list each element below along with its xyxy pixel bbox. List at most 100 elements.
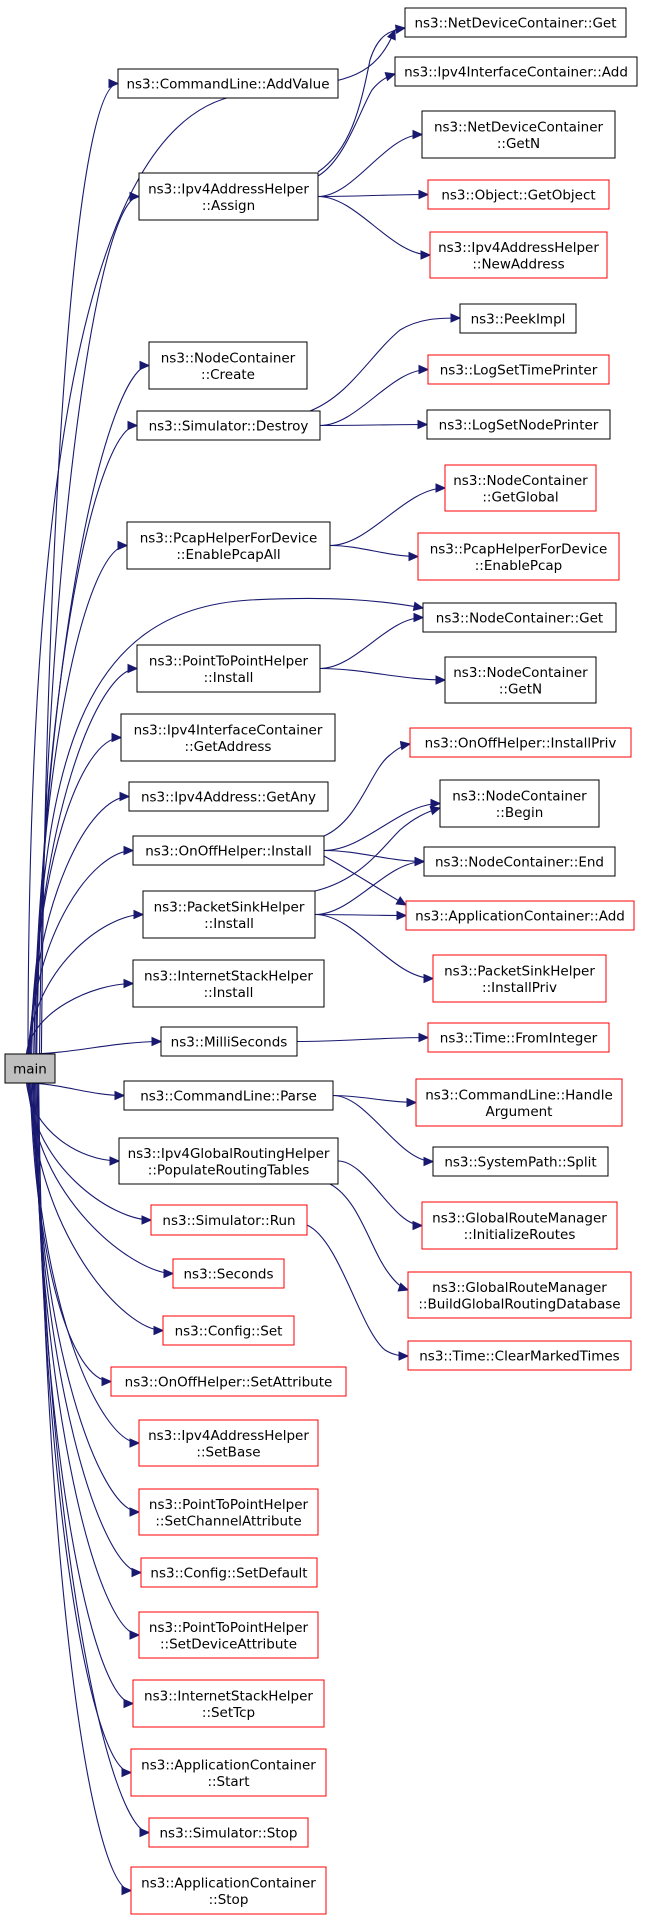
edge-arrowhead [109, 1156, 121, 1166]
edge-arrowhead [406, 1097, 418, 1108]
edge-arrowhead [395, 896, 408, 906]
node-ipv4addr_getany[interactable]: ns3::Ipv4Address::GetAny [128, 781, 329, 812]
node-pcap_enable[interactable]: ns3::PcapHelperForDevice::EnablePcap [417, 532, 620, 581]
node-igrh_populate[interactable]: ns3::Ipv4GlobalRoutingHelper::PopulateRo… [118, 1137, 339, 1185]
node-time_frominteger[interactable]: ns3::Time::FromInteger [427, 1022, 610, 1053]
node-label-line: ns3::CommandLine::AddValue [126, 77, 329, 93]
edge-line [309, 317, 461, 412]
edge-arrowhead [384, 72, 397, 82]
node-nc_getn[interactable]: ns3::NodeContainer::GetN [444, 656, 597, 704]
node-psh_install[interactable]: ns3::PacketSinkHelper::Install [142, 890, 316, 939]
node-onoff_setattribute[interactable]: ns3::OnOffHelper::SetAttribute [110, 1366, 347, 1397]
node-logsetnodeprinter[interactable]: ns3::LogSetNodePrinter [426, 409, 611, 440]
node-nc_create[interactable]: ns3::NodeContainer::Create [148, 341, 308, 390]
node-ipv4ah_setbase[interactable]: ns3::Ipv4AddressHelper::SetBase [138, 1419, 319, 1467]
node-label-line: ns3::Time::FromInteger [440, 1031, 598, 1047]
node-nc_begin[interactable]: ns3::NodeContainer::Begin [439, 779, 600, 828]
node-label-line: main [13, 1062, 47, 1078]
node-psh_installpriv[interactable]: ns3::PacketSinkHelper::InstallPriv [432, 954, 607, 1003]
call-edge-main-to-milliseconds [25, 1036, 163, 1055]
node-ndc_get[interactable]: ns3::NetDeviceContainer::Get [404, 7, 627, 38]
node-time_clearmarked[interactable]: ns3::Time::ClearMarkedTimes [407, 1340, 632, 1371]
function-nodes: main ns3::CommandLine::AddValuens3::Ipv4A… [4, 7, 638, 1915]
call-edge-main-to-ipv4ic_getaddress [29, 732, 123, 1055]
node-cl_parse[interactable]: ns3::CommandLine::Parse [123, 1080, 334, 1111]
node-ac_add[interactable]: ns3::ApplicationContainer::Add [405, 900, 635, 931]
edge-arrowhead [423, 1156, 435, 1167]
edge-line [38, 195, 140, 1055]
node-ac_start[interactable]: ns3::ApplicationContainer::Start [130, 1748, 327, 1797]
edge-line [314, 860, 425, 916]
node-onoff_install[interactable]: ns3::OnOffHelper::Install [132, 835, 325, 866]
call-edge-onoff_install-to-nc_begin [323, 798, 442, 852]
node-label-line: ns3::OnOffHelper::SetAttribute [125, 1375, 333, 1391]
node-p2p_setchannelattr[interactable]: ns3::PointToPointHelper::SetChannelAttri… [138, 1488, 319, 1536]
edge-arrowhead [129, 1507, 141, 1517]
node-box [120, 713, 336, 762]
edge-line [323, 855, 407, 906]
node-label-line: ::PopulateRoutingTables [148, 1162, 309, 1178]
edge-line [25, 982, 134, 1055]
node-label-line: ns3::OnOffHelper::Install [145, 844, 312, 860]
edge-arrowhead [114, 1090, 126, 1101]
node-grm_initroutes[interactable]: ns3::GlobalRouteManager::InitializeRoute… [421, 1201, 618, 1250]
node-p2p_setdeviceattr[interactable]: ns3::PointToPointHelper::SetDeviceAttrib… [138, 1611, 319, 1659]
node-ipv4ah_newaddress[interactable]: ns3::Ipv4AddressHelper::NewAddress [429, 231, 608, 279]
node-label-line: ns3::NetDeviceContainer::Get [414, 16, 616, 32]
node-box [4, 1053, 56, 1084]
node-obj_getobject[interactable]: ns3::Object::GetObject [427, 179, 610, 210]
edge-line [319, 667, 446, 681]
node-ndc_getn[interactable]: ns3::NetDeviceContainer::GetN [421, 110, 616, 159]
node-main[interactable]: main [4, 1053, 56, 1084]
node-grm_builddb[interactable]: ns3::GlobalRouteManager::BuildGlobalRout… [407, 1271, 632, 1319]
node-ish_settcp[interactable]: ns3::InternetStackHelper::SetTcp [132, 1679, 325, 1728]
node-nc_getglobal[interactable]: ns3::NodeContainer::GetGlobal [444, 464, 597, 512]
node-logsettimeprinter[interactable]: ns3::LogSetTimePrinter [427, 354, 610, 385]
edge-line [28, 1082, 164, 1332]
node-box [150, 1204, 308, 1236]
node-ish_install[interactable]: ns3::InternetStackHelper::Install [132, 959, 325, 1008]
node-ipv4ic_add[interactable]: ns3::Ipv4InterfaceContainer::Add [394, 56, 638, 87]
node-sp_split[interactable]: ns3::SystemPath::Split [432, 1146, 609, 1177]
call-edge-ipv4ah_assign-to-obj_getobject [317, 189, 430, 200]
node-ipv4ah_assign[interactable]: ns3::Ipv4AddressHelper::Assign [138, 172, 319, 221]
call-edge-sim_destroy-to-logsettimeprinter [319, 364, 430, 427]
edge-line [329, 544, 419, 558]
node-box [444, 656, 597, 704]
node-nc_get[interactable]: ns3::NodeContainer::Get [422, 602, 617, 633]
node-box [404, 7, 627, 38]
node-seconds[interactable]: ns3::Seconds [172, 1258, 285, 1289]
node-label-line: ns3::GlobalRouteManager [432, 1280, 607, 1296]
edge-line [319, 423, 428, 427]
node-box [117, 68, 339, 99]
node-nc_end[interactable]: ns3::NodeContainer::End [423, 846, 616, 877]
node-box [407, 1271, 632, 1319]
node-box [130, 1866, 327, 1915]
node-label-line: ns3::PcapHelperForDevice [430, 541, 608, 557]
node-cl_addvalue[interactable]: ns3::CommandLine::AddValue [117, 68, 339, 99]
node-config_set[interactable]: ns3::Config::Set [162, 1315, 295, 1346]
node-sim_stop[interactable]: ns3::Simulator::Stop [148, 1817, 309, 1848]
node-sim_destroy[interactable]: ns3::Simulator::Destroy [136, 410, 321, 441]
node-p2p_install[interactable]: ns3::PointToPointHelper::Install [136, 644, 321, 693]
node-peekimpl[interactable]: ns3::PeekImpl [459, 303, 577, 334]
node-ipv4ic_getaddress[interactable]: ns3::Ipv4InterfaceContainer::GetAddress [120, 713, 336, 762]
node-onoff_installpriv[interactable]: ns3::OnOffHelper::InstallPriv [409, 727, 632, 758]
call-edge-milliseconds-to-time_frominteger [296, 1032, 430, 1043]
node-sim_run[interactable]: ns3::Simulator::Run [150, 1204, 308, 1236]
edge-line [36, 364, 150, 1055]
edge-line [29, 736, 122, 1055]
call-edge-psh_install-to-nc_end [314, 856, 426, 916]
node-label-line: ns3::OnOffHelper::InstallPriv [425, 736, 617, 752]
call-edge-sim_run-to-time_clearmarked [306, 1224, 410, 1361]
edge-arrowhead [121, 1885, 133, 1896]
edge-arrowhead [121, 1767, 133, 1778]
node-ac_stop[interactable]: ns3::ApplicationContainer::Stop [130, 1866, 327, 1915]
node-milliseconds[interactable]: ns3::MilliSeconds [160, 1026, 298, 1057]
node-config_setdefault[interactable]: ns3::Config::SetDefault [140, 1557, 318, 1588]
node-label-line: ::InitializeRoutes [464, 1227, 576, 1243]
node-pcap_enableall[interactable]: ns3::PcapHelperForDevice::EnablePcapAll [126, 521, 331, 570]
node-label-line: ::Begin [496, 805, 544, 821]
node-label-line: ns3::NodeContainer::End [435, 855, 604, 871]
